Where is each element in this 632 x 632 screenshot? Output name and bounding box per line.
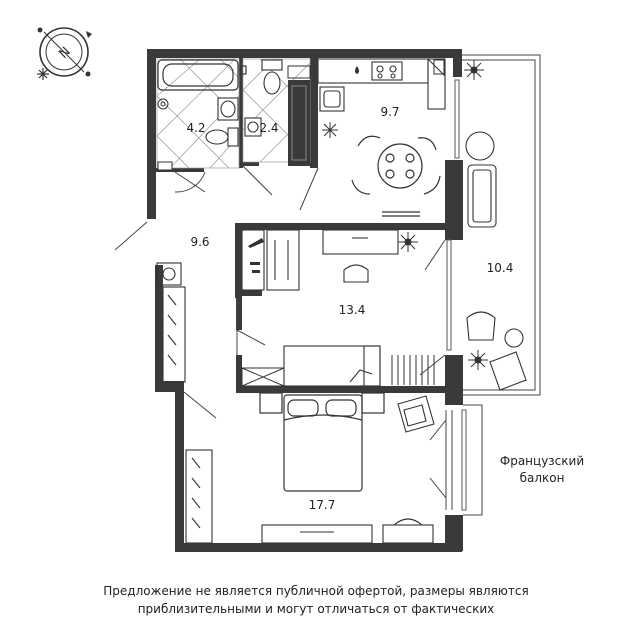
disclaimer-line2: приблизительными и могут отличаться от ф… bbox=[137, 602, 495, 616]
bedroom-wardrobe bbox=[185, 449, 213, 544]
fridge-icon bbox=[433, 59, 445, 75]
shoes-icon bbox=[248, 238, 264, 273]
wc-toilet-icon bbox=[261, 59, 283, 95]
room-area-bathroom: 4.2 bbox=[186, 121, 206, 135]
disclaimer-line1: Предложение не является публичной оферто… bbox=[103, 584, 529, 598]
dining-table bbox=[351, 135, 441, 217]
radiator-icon bbox=[391, 355, 435, 385]
armchair bbox=[397, 395, 435, 433]
water-drop-icon bbox=[355, 66, 359, 74]
bedroom-desk bbox=[261, 518, 434, 544]
toilet-icon bbox=[205, 127, 239, 147]
room-area-toilet: 2.4 bbox=[259, 121, 279, 135]
bathtub-icon bbox=[157, 59, 247, 91]
wardrobe-icon bbox=[287, 65, 311, 166]
room-area-hall: 9.6 bbox=[190, 235, 210, 249]
room-area-kitchen: 9.7 bbox=[380, 105, 400, 119]
room-area-living: 13.4 bbox=[338, 303, 366, 317]
walls bbox=[147, 49, 463, 552]
windows bbox=[446, 79, 467, 511]
balcony-plant-icon bbox=[464, 60, 488, 370]
french-balcony-line1: Французский bbox=[499, 454, 585, 468]
doors bbox=[114, 165, 446, 419]
hall-wardrobe bbox=[156, 229, 300, 383]
shelf-unit bbox=[241, 367, 285, 387]
bed bbox=[259, 392, 385, 492]
wc-sink-icon bbox=[244, 117, 262, 137]
sink-icon bbox=[217, 97, 239, 121]
french-balcony-label: Французский балкон bbox=[500, 453, 584, 487]
balcony-furniture bbox=[465, 131, 527, 391]
sofa bbox=[283, 345, 381, 387]
washer-icon bbox=[157, 161, 173, 171]
kitchen-counter bbox=[317, 58, 446, 112]
desk bbox=[322, 229, 399, 283]
snowflake-icon bbox=[322, 122, 338, 138]
room-area-bedroom: 17.7 bbox=[308, 498, 336, 512]
compass-icon: N bbox=[37, 27, 92, 80]
drain-icon bbox=[157, 98, 169, 110]
plant-icon bbox=[398, 232, 418, 252]
french-balcony-line2: балкон bbox=[519, 471, 565, 485]
balcony-outline bbox=[462, 54, 541, 516]
room-area-balcony: 10.4 bbox=[486, 261, 514, 275]
french-balcony-door bbox=[429, 410, 453, 510]
